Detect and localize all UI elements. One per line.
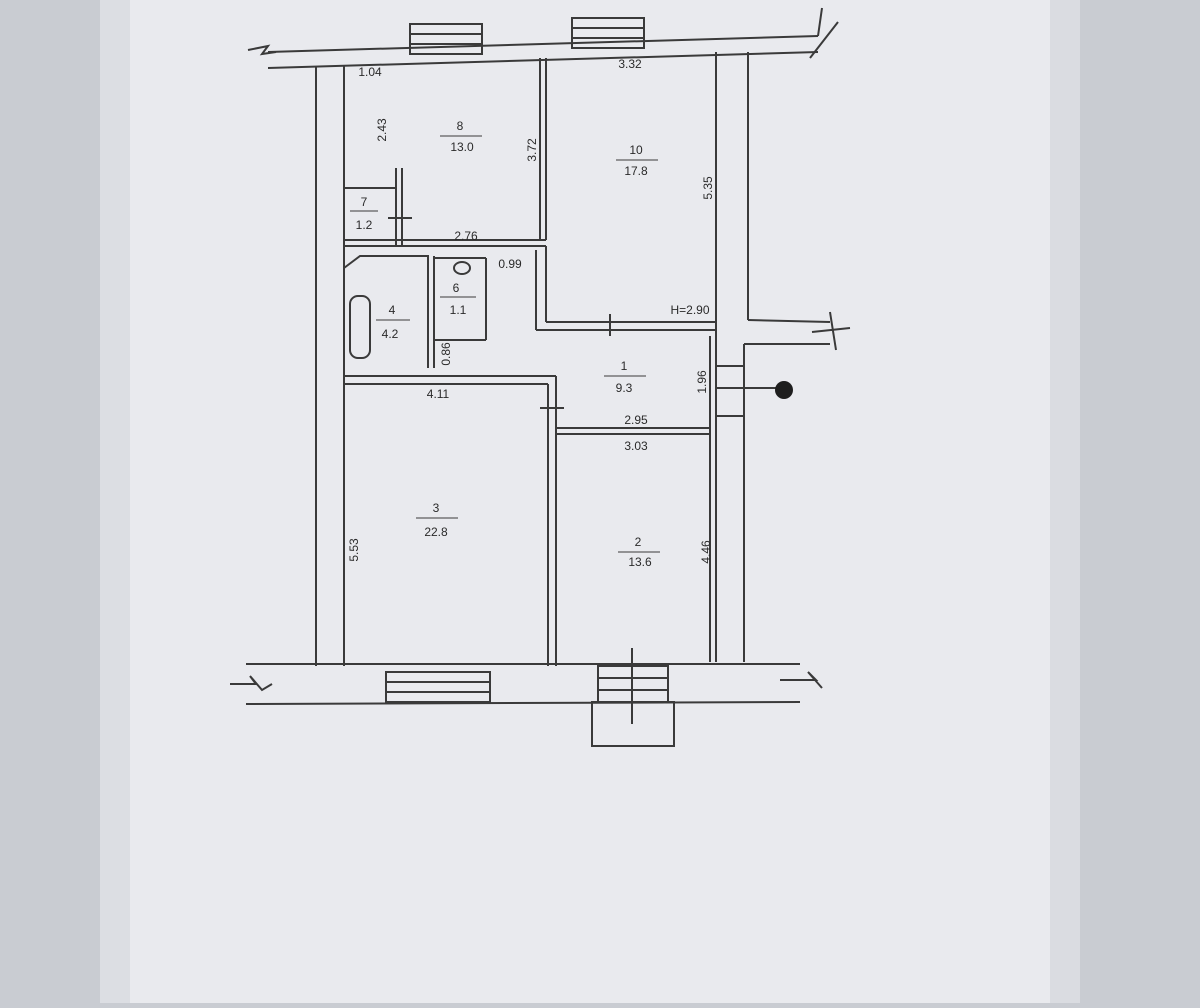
window-top-left [409,23,483,55]
room-8-area: 13.0 [450,140,474,154]
floor-plan [230,7,851,747]
entrance-icon [775,381,793,399]
room-3-number: 3 [433,501,440,515]
dim-2-76: 2.76 [454,229,478,243]
paper-sheet [100,0,1080,1003]
dim-1-96: 1.96 [695,370,709,394]
room-10-number: 10 [629,143,643,157]
bathtub [349,295,371,359]
room-1-number: 1 [621,359,628,373]
room-7-area: 1.2 [356,218,373,232]
paper-left-shade [100,0,130,1003]
window-bottom-left [385,671,491,703]
room-2-number: 2 [635,535,642,549]
dim-4-46: 4.46 [699,540,713,564]
room-4-number: 4 [389,303,396,317]
paper-right-shade [1050,0,1080,1003]
dim-3-72: 3.72 [525,138,539,162]
ceiling-height: H=2.90 [670,303,709,317]
dim-4-11: 4.11 [427,387,450,401]
room-7-number: 7 [361,195,368,209]
room-4-area: 4.2 [382,327,399,341]
dim-2-95: 2.95 [624,413,648,427]
room-10-area: 17.8 [624,164,648,178]
toilet-icon [453,261,471,275]
dim-3-32: 3.32 [618,57,642,71]
dim-1-04: 1.04 [358,65,382,79]
room-8-number: 8 [457,119,464,133]
room-1-area: 9.3 [616,381,633,395]
room-2-area: 13.6 [628,555,652,569]
room-6-number: 6 [453,281,460,295]
room-3-area: 22.8 [424,525,448,539]
dim-0-86: 0.86 [439,342,453,366]
window-top-right [571,17,645,49]
dim-5-35: 5.35 [701,176,715,200]
dim-5-53: 5.53 [347,538,361,562]
room-6-area: 1.1 [450,303,467,317]
dim-0-99: 0.99 [498,257,522,271]
dim-3-03: 3.03 [624,439,648,453]
dim-2-43: 2.43 [375,118,389,142]
